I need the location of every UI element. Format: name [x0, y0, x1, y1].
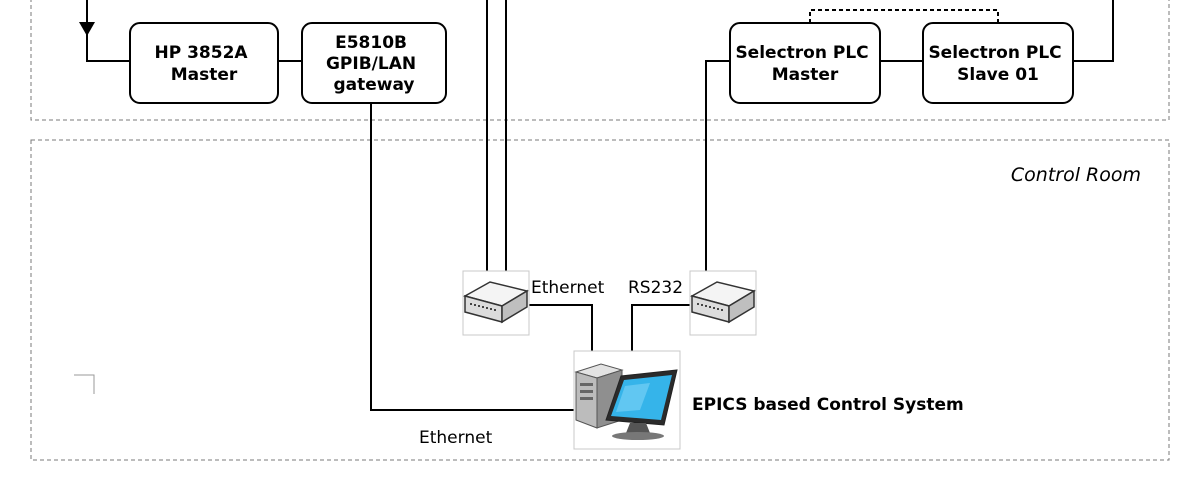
- hp-3852a-box: HP 3852A Master: [129, 22, 279, 104]
- computer-workstation-icon: [573, 350, 681, 450]
- epics-system-label: EPICS based Control System: [692, 395, 964, 415]
- converter-to-plc-wire: [705, 60, 730, 276]
- switch-to-computer-wire: [527, 304, 593, 366]
- plc-slave-subtitle-line: Slave 01: [957, 65, 1039, 85]
- svg-text:E5810B GPIB/LAN ga: E5810B GPIB/LAN gateway: [326, 33, 422, 95]
- gateway-to-computer-wire: [370, 103, 574, 411]
- control-room-region: [30, 139, 1170, 461]
- svg-text:Selectron PLC Master: Selectron PLC Master: [735, 43, 874, 85]
- network-switch-icon: [462, 270, 530, 336]
- hp-subtitle-line: Master: [171, 65, 238, 85]
- plc-slave-title-line: Selectron PLC: [928, 43, 1061, 63]
- control-room-label: Control Room: [1011, 164, 1141, 186]
- gateway-title-line: E5810B: [335, 33, 407, 53]
- hp-incoming-wire: [86, 0, 130, 62]
- gateway-subtitle-line: GPIB/LAN: [326, 54, 416, 74]
- svg-text:HP 3852A Master: HP 3852A Master: [155, 43, 254, 85]
- plc-master-subtitle-line: Master: [772, 65, 839, 85]
- gateway-type-line: gateway: [333, 75, 414, 95]
- selectron-plc-master-box: Selectron PLC Master: [729, 22, 881, 104]
- plc-master-title-line: Selectron PLC: [735, 43, 868, 63]
- svg-text:Selectron PLC Slave 01: Selectron PLC Slave 01: [928, 43, 1067, 85]
- ethernet-switch-label: Ethernet: [531, 278, 605, 298]
- e5810b-gateway-box: E5810B GPIB/LAN gateway: [301, 22, 447, 104]
- down-arrow-icon: [79, 22, 95, 36]
- serial-converter-icon: [689, 270, 757, 336]
- plc-dashed-link: [809, 9, 999, 23]
- selectron-plc-slave-box: Selectron PLC Slave 01: [922, 22, 1074, 104]
- corner-mark: [74, 374, 95, 394]
- upper-region: [30, 0, 1170, 121]
- converter-to-computer-wire: [631, 304, 692, 366]
- ethernet-gateway-label: Ethernet: [419, 428, 493, 448]
- plc-slave-uplink-wire: [1073, 0, 1114, 62]
- rs232-label: RS232: [628, 278, 683, 298]
- hp-title-line: HP 3852A: [155, 43, 249, 63]
